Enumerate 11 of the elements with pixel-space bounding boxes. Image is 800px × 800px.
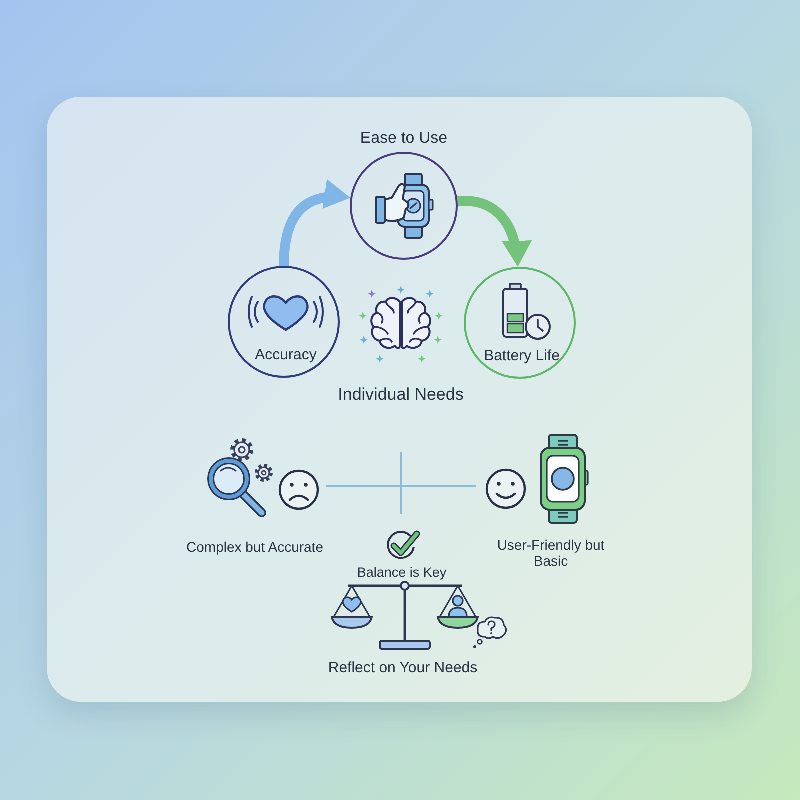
option-label: User-Friendly but Basic [496, 536, 606, 570]
circle-heading: Ease to Use [360, 130, 448, 148]
caption-text: Reflect on Your Needs [328, 659, 478, 677]
circle-label: Accuracy [255, 346, 317, 364]
caption-text: Individual Needs [338, 385, 464, 405]
factor-circle [464, 267, 576, 379]
option-label: Complex but Accurate [186, 538, 324, 556]
caption-text: Balance is Key [357, 565, 447, 581]
circle-label: Battery Life [484, 347, 560, 365]
curved-arrow [279, 180, 352, 266]
factor-circle [228, 266, 340, 378]
